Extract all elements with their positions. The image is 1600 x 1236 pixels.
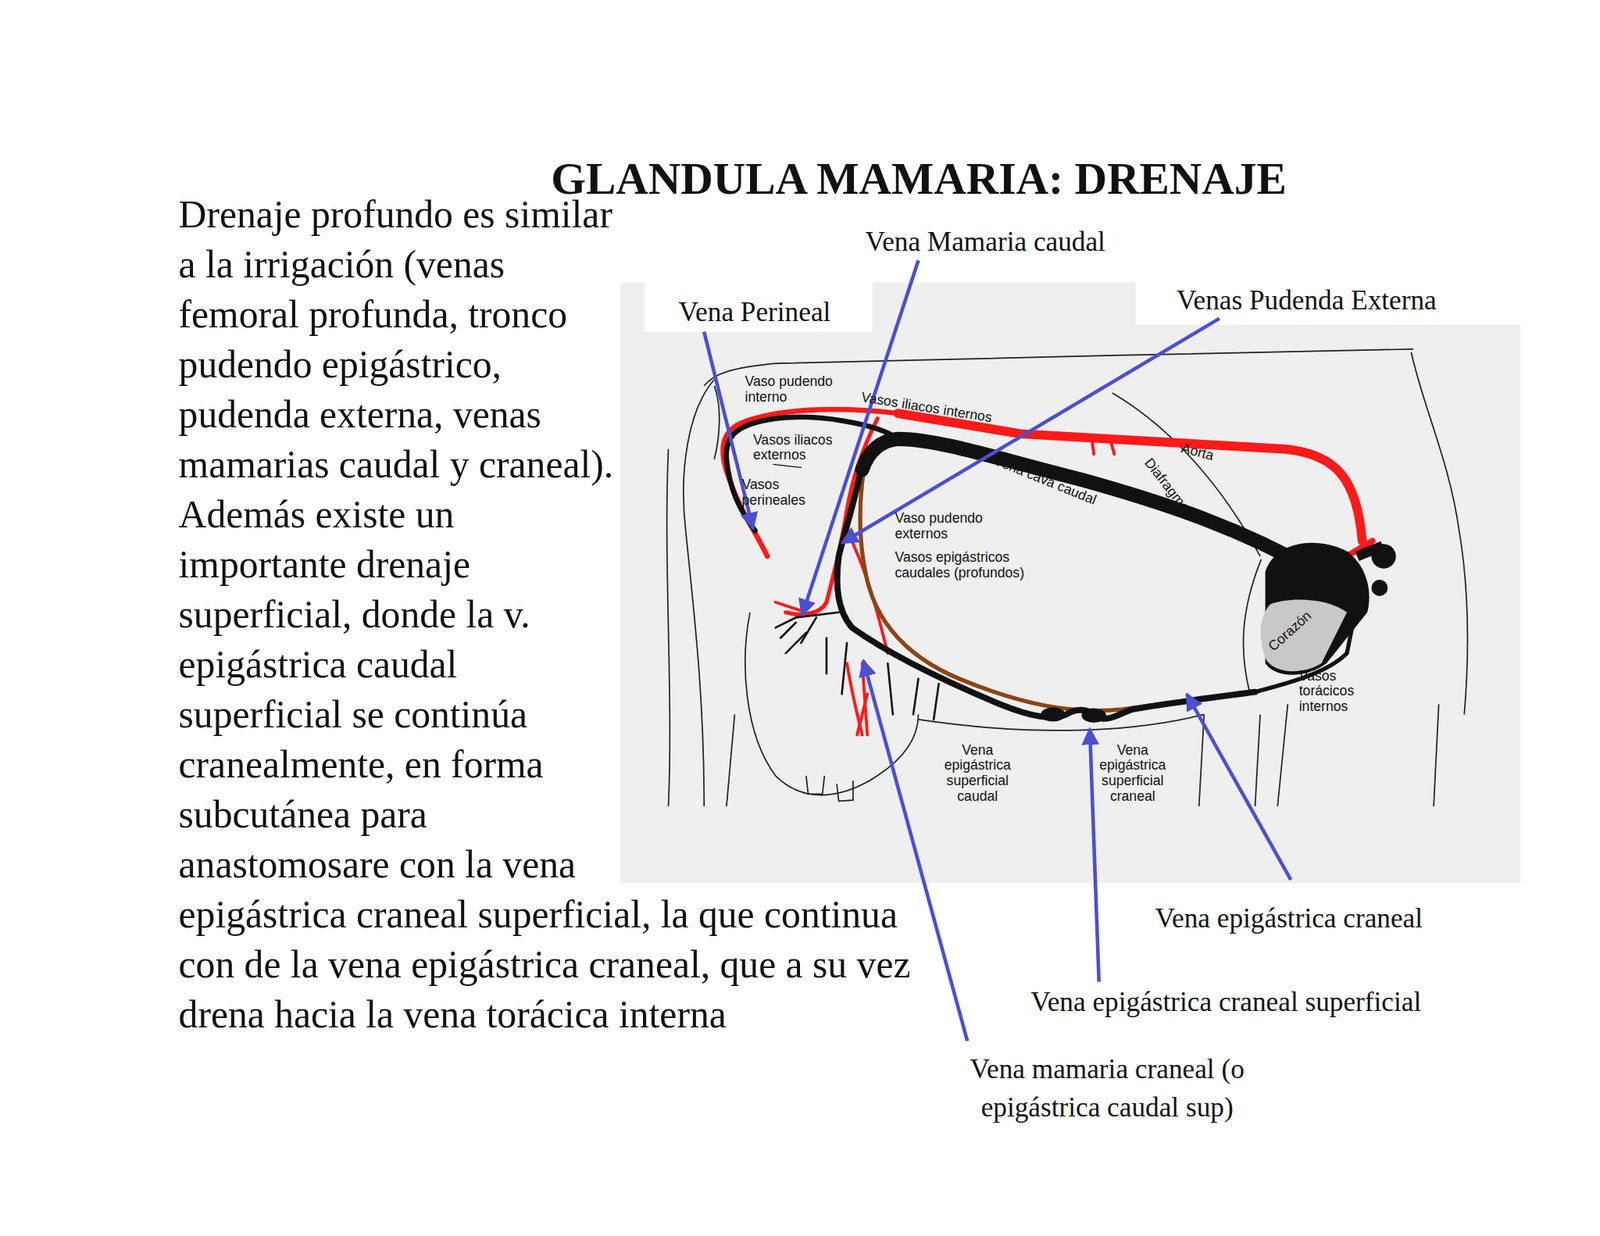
part-label: Vaso pudendo interno <box>744 374 859 405</box>
heart <box>1260 599 1347 672</box>
callout-label: Venas Pudenda Externa <box>1176 284 1437 318</box>
vein <box>825 637 829 674</box>
part-label: Vasos iliacos externos <box>753 432 856 464</box>
vein <box>913 678 919 715</box>
heart <box>1371 579 1388 597</box>
part-label: Vena cava caudal <box>992 453 1099 508</box>
vein-knot <box>1040 707 1107 723</box>
callout-arrow <box>1089 728 1100 983</box>
vein <box>800 617 817 643</box>
callout-arrow <box>1186 693 1291 880</box>
part-label: Vasos epigástricos caudales (profundos) <box>894 550 1064 581</box>
cow-outline <box>1433 703 1440 807</box>
vein <box>887 663 893 715</box>
part-label: Vena epigástrica superficial caudal <box>931 742 1024 804</box>
vein <box>933 683 940 720</box>
vein <box>726 417 899 531</box>
cow-outline <box>667 449 671 807</box>
vein <box>785 632 807 654</box>
cow-outline <box>806 775 825 795</box>
label-background <box>1135 280 1521 325</box>
part-label: Vena epigástrica superficial craneal <box>1086 742 1179 804</box>
artery <box>1110 439 1115 455</box>
cow-outline <box>836 780 854 801</box>
deep-epigastric-vessel <box>860 449 1250 711</box>
callout-label: Vena Perineal <box>678 296 832 329</box>
callout-arrow <box>842 318 1220 543</box>
part-label: Vasos iliacos internos <box>860 389 993 426</box>
artery <box>775 602 807 613</box>
label-background <box>644 280 872 332</box>
part-label: Diafragma <box>1140 455 1193 515</box>
callout-label: Vena Mamaria caudal <box>865 225 1106 259</box>
vein <box>726 417 1360 720</box>
figure-background <box>620 282 1521 883</box>
page-title: GLANDULA MAMARIA: DRENAJE <box>550 153 1287 204</box>
vein <box>837 464 1256 718</box>
cow-outline <box>667 349 1468 807</box>
vein <box>775 612 840 629</box>
heart <box>1371 543 1396 568</box>
cow-outline <box>1255 714 1261 807</box>
cow-outline <box>726 714 735 807</box>
heart <box>1260 542 1397 675</box>
cow-outline <box>1243 559 1262 694</box>
vein <box>773 464 801 468</box>
part-label: Aorta <box>1179 440 1216 465</box>
vein <box>842 642 848 694</box>
vein <box>780 622 797 639</box>
part-label: Vasos torácicos internos <box>1299 668 1376 715</box>
vein-knot <box>1081 708 1106 723</box>
part-label: Vasos perineales <box>742 477 824 508</box>
part-label: Vaso pudendo externos <box>894 510 997 542</box>
callout-label: Vena epigástrica craneal <box>1155 902 1424 936</box>
cow-outline <box>1410 352 1468 715</box>
callout-label: Vena mamaria craneal (o epigástrica caud… <box>939 1050 1276 1127</box>
part-label: Corazón <box>1265 607 1315 654</box>
cow-outline <box>683 379 715 807</box>
vein-knot <box>1040 707 1065 722</box>
artery <box>846 663 863 735</box>
cow-outline <box>1277 703 1288 807</box>
deep-epigastric-vessel <box>860 449 1250 711</box>
wrap-spacer <box>620 189 929 888</box>
callout-label: Vena epigástrica craneal superficial <box>1030 985 1422 1019</box>
artery <box>722 409 1372 735</box>
cow-outline <box>1199 714 1205 807</box>
artery <box>1092 439 1095 455</box>
